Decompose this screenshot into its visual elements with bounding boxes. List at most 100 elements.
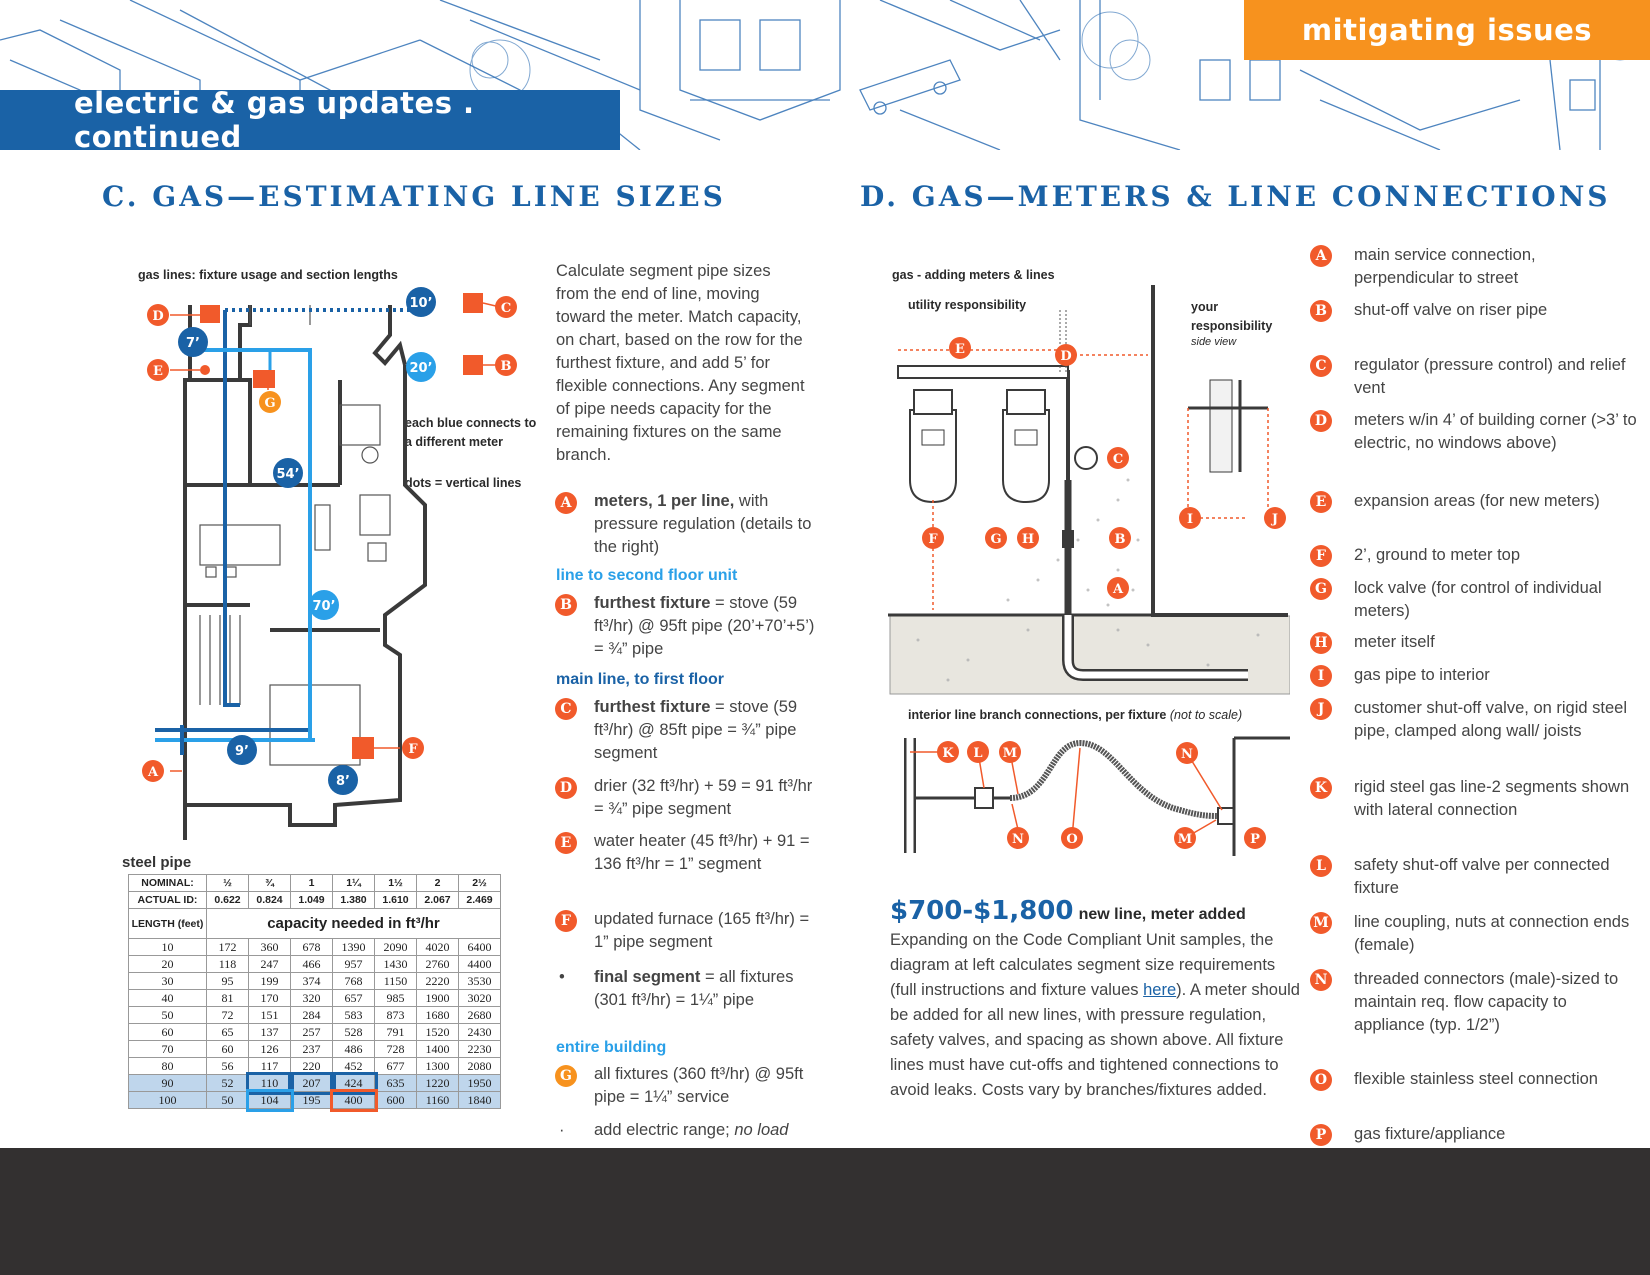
svg-text:M: M [1178,832,1192,847]
capacity-cell: 151 [248,1006,291,1024]
legend-text: gas fixture/appliance [1354,1125,1506,1143]
step-g: G all fixtures (360 ft³/hr) @ 95ft pipe … [555,1063,815,1109]
legend-badge: M [1310,912,1332,934]
capacity-label: capacity needed in ft³/hr [206,908,501,939]
len-8: 8’ [336,774,350,789]
section-c-title: C. GAS—ESTIMATING LINE SIZES [102,180,726,213]
svg-text:F: F [928,532,938,547]
nominal-cell: 1½ [374,874,417,892]
capacity-cell: 60 [206,1040,249,1058]
marker-e: E [153,364,163,379]
badge-g: G [555,1065,577,1087]
svg-text:C: C [1113,452,1123,467]
pipe-capacity-table: NOMINAL: ½ ¾ 1 1¼ 1½ 2 2½ ACTUAL ID: 0.6… [128,874,501,1112]
nominal-cell: 1 [290,874,333,892]
actual-cell: 0.622 [206,891,249,909]
legend-text: main service connection, perpendicular t… [1354,246,1536,287]
step-e: E water heater (45 ft³/hr) + 91 = 136 ft… [555,830,815,876]
capacity-cell: 172 [206,938,249,956]
cost-range: $700-$1,800 [890,896,1074,926]
table-title: steel pipe [122,854,192,871]
legend-item: O flexible stainless steel connection [1310,1068,1640,1091]
note-dots: dots = vertical lines [405,476,522,490]
capacity-cell: 1680 [416,1006,459,1024]
svg-text:A: A [1112,582,1124,597]
legend-badge: B [1310,300,1332,322]
length-cell: 100 [128,1091,207,1109]
svg-text:I: I [1187,512,1193,527]
here-link[interactable]: here [1143,981,1177,999]
length-cell: 20 [128,955,207,973]
floor-plan: 10’ 20’ 7’ 54’ 70’ 9’ 8’ D E C B G F A [142,287,517,840]
nominal-cell: 1¼ [332,874,375,892]
not-to-scale: (not to scale) [1169,708,1243,722]
legend-text: 2’, ground to meter top [1354,546,1521,564]
legend-badge: J [1310,698,1332,720]
capacity-cell: 1390 [332,938,375,956]
capacity-cell: 1160 [416,1091,459,1109]
capacity-cell: 6400 [458,938,501,956]
legend-text: rigid steel gas line-2 segments shown wi… [1354,778,1630,819]
capacity-cell: 528 [332,1023,375,1041]
capacity-cell: 3020 [458,989,501,1007]
note-meters: each blue connects to a different meter [405,416,537,449]
len-7: 7’ [186,336,200,351]
step-final: • final segment = all fixtures (301 ft³/… [555,966,815,1012]
step-d: D drier (32 ft³/hr) + 59 = 91 ft³/hr = ¾… [555,775,815,821]
cost-description: Expanding on the Code Compliant Unit sam… [890,928,1300,1103]
step-f-text: updated furnace (165 ft³/hr) = 1” pipe s… [594,910,810,951]
capacity-cell: 81 [206,989,249,1007]
actual-cell: 2.469 [458,891,501,909]
capacity-cell: 320 [290,989,333,1007]
marker-d: D [152,309,163,324]
footer-bar [0,1148,1650,1275]
actual-cell: 0.824 [248,891,291,909]
capacity-cell: 170 [248,989,291,1007]
capacity-cell: 50 [206,1091,249,1109]
step-e-text: water heater (45 ft³/hr) + 91 = 136 ft³/… [594,832,810,873]
actual-cell: 1.610 [374,891,417,909]
capacity-cell: 2760 [416,955,459,973]
meter-diagram: E D C B A F G H I J [888,285,1290,695]
step-range-text: add electric range; [594,1121,735,1139]
step-b-bold: furthest fixture [594,594,711,612]
capacity-cell: 635 [374,1074,417,1092]
marker-c: C [501,301,511,316]
capacity-cell: 1950 [458,1074,501,1092]
legend-badge: L [1310,855,1332,877]
capacity-cell: 768 [332,972,375,990]
length-cell: 60 [128,1023,207,1041]
section-banner: electric & gas updates . continued [0,86,620,150]
capacity-cell: 237 [290,1040,333,1058]
len-70: 70’ [312,599,335,614]
capacity-cell: 220 [290,1057,333,1075]
svg-text:B: B [1115,532,1126,547]
svg-text:E: E [955,342,965,357]
legend-badge: C [1310,355,1332,377]
len-9: 9’ [235,744,249,759]
capacity-cell: 117 [248,1057,291,1075]
meter-diagram-title: gas - adding meters & lines [892,268,1055,282]
svg-text:N: N [1012,832,1024,847]
step-b: B furthest fixture = stove (59 ft³/hr) @… [555,592,815,661]
svg-text:H: H [1022,532,1034,547]
capacity-cell: 2090 [374,938,417,956]
capacity-cell: 1520 [416,1023,459,1041]
capacity-cell: 452 [332,1057,375,1075]
capacity-cell: 957 [332,955,375,973]
capacity-cell: 2220 [416,972,459,990]
legend-text: expansion areas (for new meters) [1354,492,1600,510]
capacity-cell: 1150 [374,972,417,990]
legend-text: safety shut-off valve per connected fixt… [1354,856,1610,897]
nominal-cell: 2 [416,874,459,892]
badge-e: E [555,832,577,854]
capacity-cell: 207 [287,1071,336,1095]
